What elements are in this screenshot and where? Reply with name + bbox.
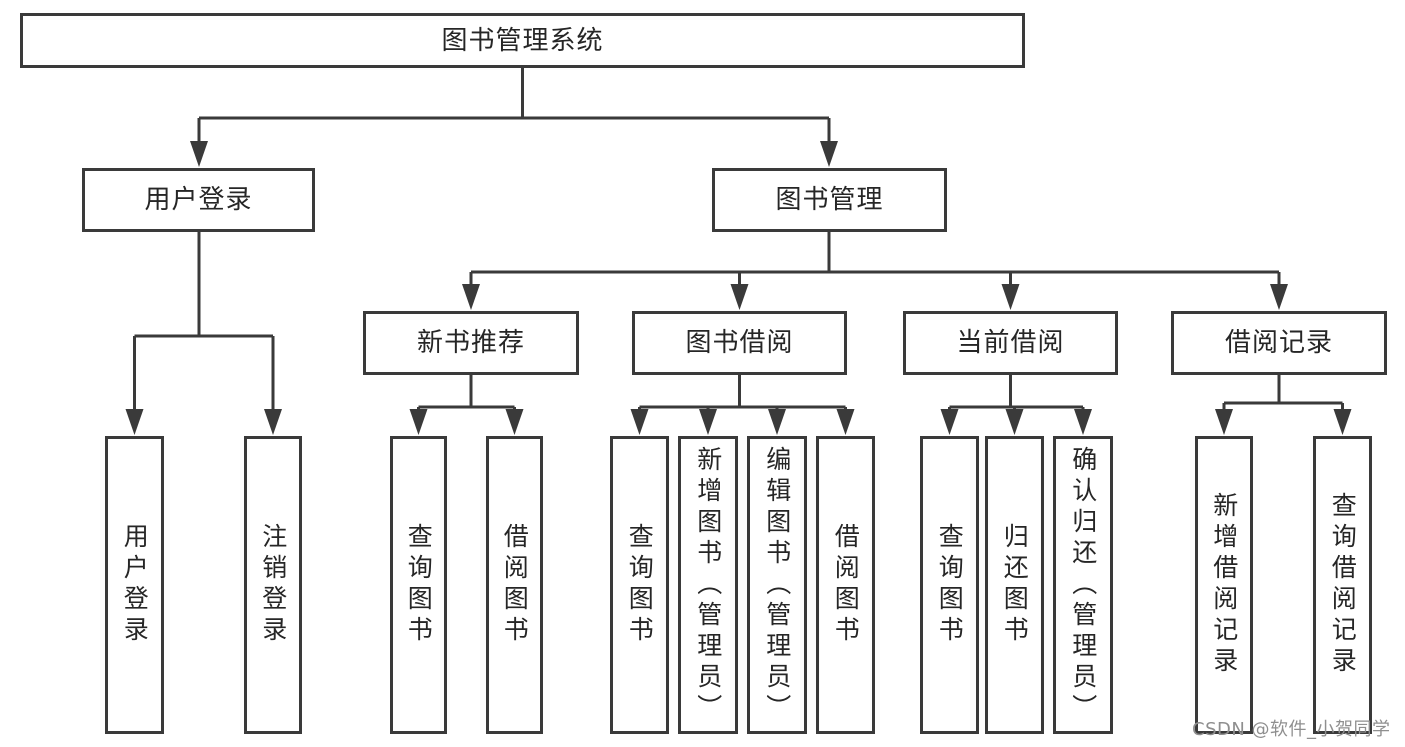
edge-new-book-to-leaves bbox=[417, 375, 516, 428]
node-label: 借阅记录 bbox=[1224, 328, 1333, 358]
node-label: 查询图书 bbox=[625, 523, 655, 647]
edge-root-to-level2 bbox=[197, 68, 831, 162]
node-user-login: 用户登录 bbox=[82, 168, 315, 232]
leaf-user-login: 用户登录 bbox=[105, 436, 164, 734]
arrowheads bbox=[125, 141, 1352, 435]
node-label: 注销登录 bbox=[258, 523, 288, 647]
node-label: 借阅图书 bbox=[831, 523, 861, 647]
node-label: 查询图书 bbox=[935, 523, 965, 647]
node-label: 图书管理系统 bbox=[441, 25, 604, 56]
leaf-return-book: 归还图书 bbox=[985, 436, 1044, 734]
node-label: 新增借阅记录 bbox=[1209, 492, 1239, 678]
node-label: 图书管理 bbox=[775, 185, 884, 215]
leaf-query-borrow-record: 查询借阅记录 bbox=[1313, 436, 1372, 734]
node-new-book-recommend: 新书推荐 bbox=[363, 311, 579, 375]
node-label: 用户登录 bbox=[144, 185, 253, 215]
leaf-add-book-admin: 新增图书（管理员） bbox=[678, 436, 738, 734]
leaf-borrow-book: 借阅图书 bbox=[816, 436, 875, 734]
leaf-query-book: 查询图书 bbox=[920, 436, 979, 734]
node-label: 新书推荐 bbox=[416, 328, 525, 358]
edge-user-login-to-leaves bbox=[133, 232, 275, 428]
node-label: 图书借阅 bbox=[685, 328, 794, 358]
leaf-add-borrow-record: 新增借阅记录 bbox=[1195, 436, 1253, 734]
leaf-query-book: 查询图书 bbox=[610, 436, 669, 734]
node-label: 编辑图书（管理员） bbox=[762, 445, 792, 725]
node-current-borrow: 当前借阅 bbox=[903, 311, 1118, 375]
edge-borrow-record-to-leaves bbox=[1222, 375, 1344, 428]
leaf-edit-book-admin: 编辑图书（管理员） bbox=[747, 436, 807, 734]
node-label: 借阅图书 bbox=[500, 523, 530, 647]
csdn-watermark: CSDN @软件_小贺同学 bbox=[1192, 719, 1391, 740]
leaf-query-book: 查询图书 bbox=[390, 436, 447, 734]
node-label: 确认归还（管理员） bbox=[1068, 445, 1098, 725]
node-book-borrow: 图书借阅 bbox=[632, 311, 847, 375]
node-label: 查询借阅记录 bbox=[1328, 492, 1358, 678]
edge-book-borrow-to-leaves bbox=[638, 375, 847, 428]
node-label: 用户登录 bbox=[120, 523, 150, 647]
node-book-management: 图书管理 bbox=[712, 168, 947, 232]
node-label: 当前借阅 bbox=[956, 328, 1065, 358]
node-label: 新增图书（管理员） bbox=[693, 445, 723, 725]
node-borrow-record: 借阅记录 bbox=[1171, 311, 1387, 375]
node-library-management-system: 图书管理系统 bbox=[20, 13, 1025, 68]
leaf-logout: 注销登录 bbox=[244, 436, 302, 734]
leaf-borrow-book: 借阅图书 bbox=[486, 436, 543, 734]
edge-book-management-to-level3 bbox=[469, 232, 1281, 304]
node-label: 查询图书 bbox=[404, 523, 434, 647]
node-label: 归还图书 bbox=[1000, 523, 1030, 647]
leaf-confirm-return-admin: 确认归还（管理员） bbox=[1053, 436, 1113, 734]
